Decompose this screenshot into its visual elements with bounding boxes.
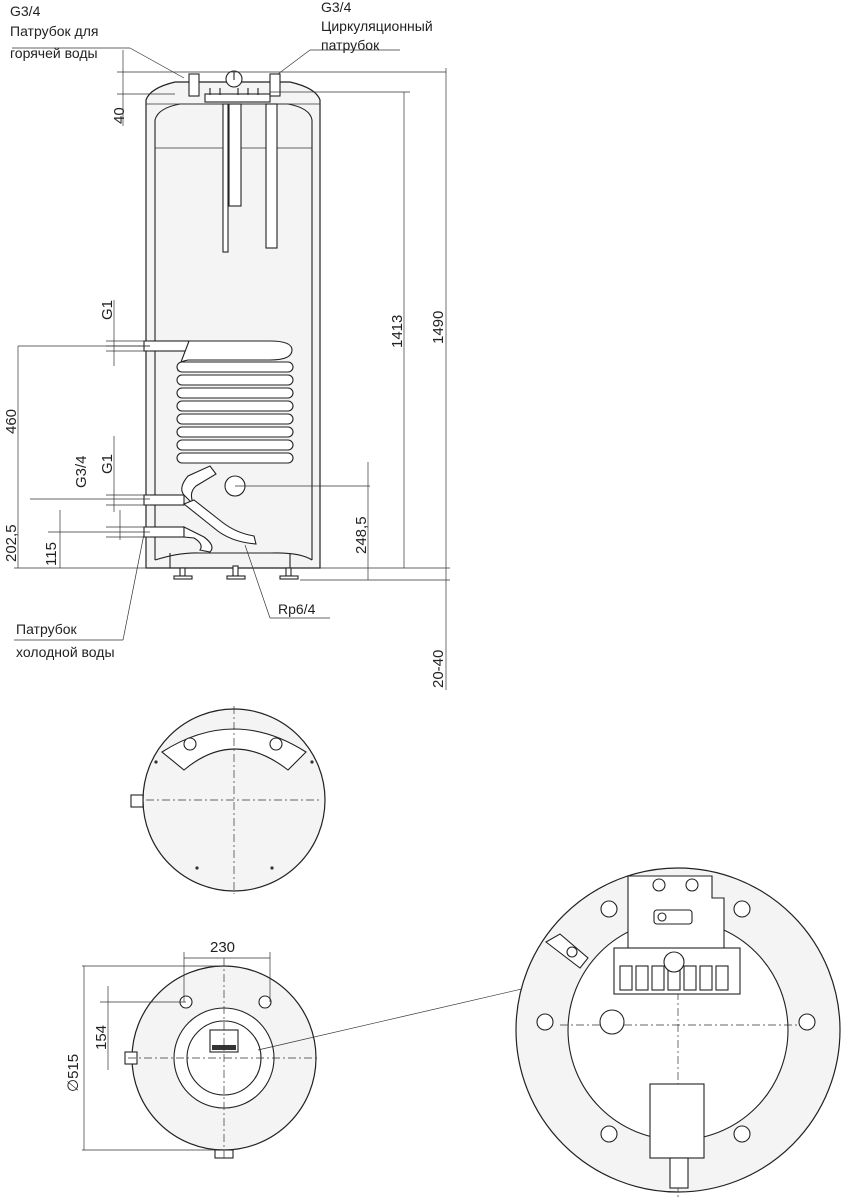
rp-label: Rp6/4 (278, 601, 316, 617)
dim-154: 154 (93, 1025, 110, 1050)
top-flange (204, 93, 271, 103)
dim-115: 115 (43, 542, 60, 566)
detail-view (515, 867, 841, 1200)
dim-1413: 1413 (389, 315, 406, 348)
dim-40: 40 (111, 107, 128, 124)
adjustable-feet (173, 565, 299, 580)
dim-g34-lower: G3/4 (73, 455, 90, 488)
side-view (12, 47, 450, 690)
anode-rod (228, 103, 242, 207)
circulation-pipe (265, 103, 278, 249)
hot-label-line1: Патрубок для (10, 23, 98, 39)
hot-water-pipe (222, 103, 229, 253)
top-view-cover (161, 728, 307, 771)
circulation-connector (269, 73, 281, 97)
flange-bolts (536, 900, 816, 1143)
dim-515: ∅515 (65, 1054, 82, 1092)
dim-20-40: 20-40 (430, 650, 447, 688)
top-view (130, 706, 326, 894)
dim-1490: 1490 (430, 311, 447, 344)
dim-248-5: 248,5 (353, 516, 370, 554)
dim-460: 460 (3, 409, 20, 434)
hot-water-connector (188, 73, 200, 97)
dim-g1-lower: G1 (99, 454, 116, 474)
dim-202-5: 202,5 (3, 524, 20, 562)
dim-g1-upper: G1 (99, 300, 116, 320)
circ-label-line1: Циркуляционный (321, 18, 433, 34)
circ-label-line2: патрубок (321, 37, 380, 53)
bottom-view (82, 952, 553, 1159)
cold-label-line1: Патрубок (16, 621, 78, 637)
hot-label-line2: горячей воды (10, 45, 98, 61)
thermostat-box (649, 1083, 705, 1159)
hot-thread-label: G3/4 (10, 3, 41, 19)
heating-coil (143, 340, 294, 545)
cold-label-line2: холодной воды (16, 644, 115, 660)
circ-thread-label: G3/4 (321, 0, 352, 15)
dim-230: 230 (210, 939, 235, 956)
